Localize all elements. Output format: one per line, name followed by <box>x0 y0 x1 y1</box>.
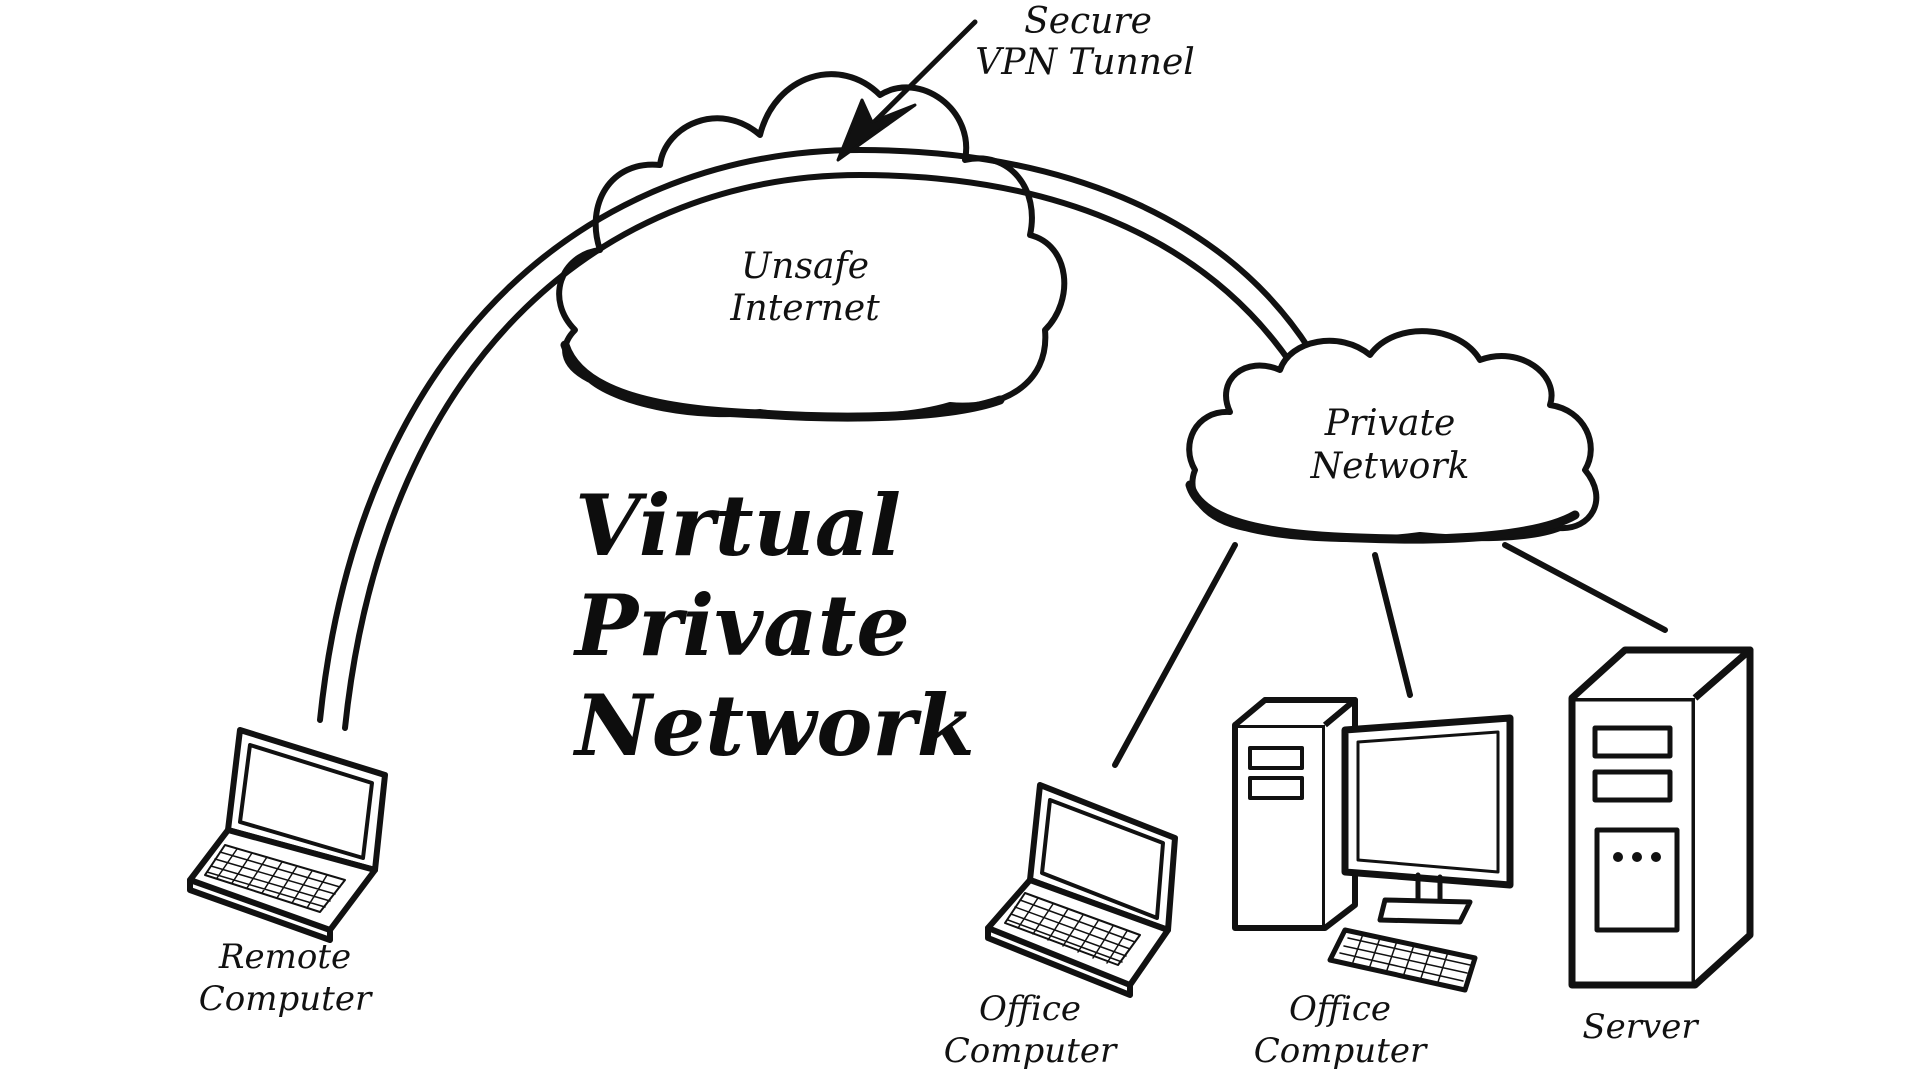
server-status-dot <box>1651 852 1661 862</box>
server-status-dot <box>1613 852 1623 862</box>
private-network-label-line1: Private <box>1324 403 1456 444</box>
internet-cloud-label-line2: Internet <box>729 288 880 329</box>
remote-computer-label-line1: Remote <box>218 937 351 977</box>
link-office-desktop <box>1372 552 1413 698</box>
internet-cloud: Unsafe Internet <box>556 71 1068 422</box>
tunnel-callout-line2: VPN Tunnel <box>975 42 1195 83</box>
remote-computer-label-line2: Computer <box>199 979 373 1019</box>
office-desktop-icon: Office Computer <box>1232 697 1514 1071</box>
private-network-label-line2: Network <box>1310 446 1470 487</box>
title-line1: Virtual <box>575 476 901 575</box>
office-laptop-label-line2: Computer <box>944 1031 1118 1071</box>
server-tower-icon: Server <box>1568 646 1754 1047</box>
office-laptop-label-line1: Office <box>979 989 1081 1029</box>
link-server <box>1502 542 1668 633</box>
server-status-dot <box>1632 852 1642 862</box>
office-desktop-label-line1: Office <box>1289 989 1391 1029</box>
diagram-title: Virtual Private Network <box>572 476 975 775</box>
tunnel-callout-arrow: Secure VPN Tunnel <box>836 1 1195 162</box>
private-network-links <box>1112 542 1668 768</box>
office-desktop-label-line2: Computer <box>1254 1031 1428 1071</box>
title-line2: Private <box>573 576 910 675</box>
server-label: Server <box>1582 1007 1699 1047</box>
private-network-cloud: Private Network <box>1185 328 1600 544</box>
tunnel-callout-line1: Secure <box>1024 1 1152 42</box>
title-line3: Network <box>572 676 975 775</box>
internet-cloud-label-line1: Unsafe <box>741 246 869 287</box>
link-office-laptop <box>1112 542 1238 768</box>
vpn-tunnel <box>317 147 1313 731</box>
office-laptop-icon: Office Computer <box>944 782 1178 1071</box>
remote-laptop-icon: Remote Computer <box>187 727 388 1019</box>
